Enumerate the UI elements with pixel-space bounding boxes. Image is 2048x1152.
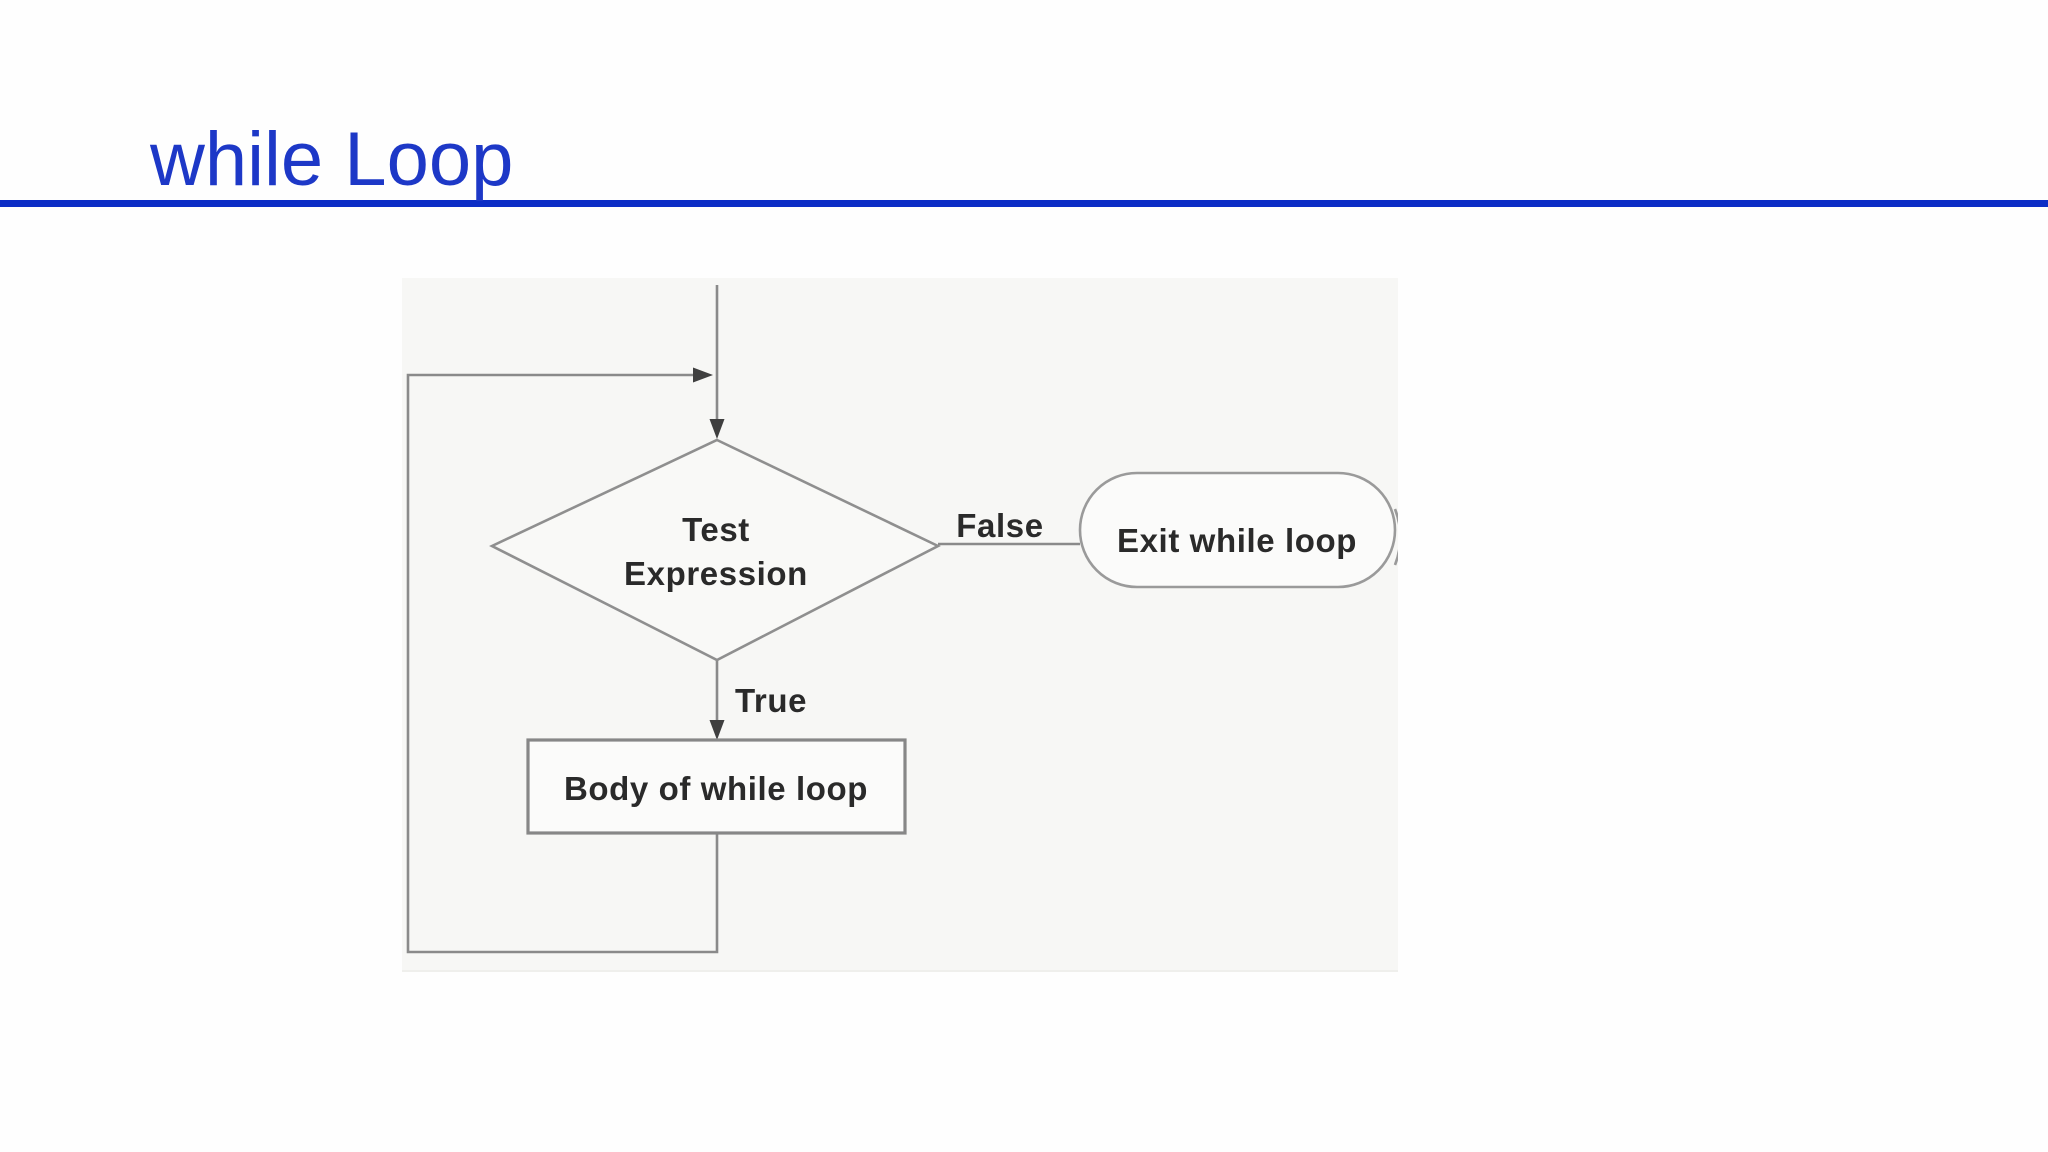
- entry-arrowhead: [709, 419, 725, 439]
- true-label: True: [735, 682, 807, 719]
- flowchart-canvas: Test Expression False Exit while loop Tr…: [406, 285, 1398, 954]
- decision-diamond: [489, 438, 941, 662]
- page-title: while Loop: [150, 117, 514, 202]
- flowchart-labels: Test Expression False Exit while loop Tr…: [564, 507, 1357, 807]
- true-arrowhead: [709, 720, 725, 740]
- arrowheads: [693, 367, 725, 740]
- exit-node: [1078, 471, 1397, 589]
- decision-label-line1: Test: [682, 511, 750, 548]
- loop-return-arrowhead: [693, 367, 713, 383]
- decision-label-line2: Expression: [624, 555, 808, 592]
- image-edge-artifact: [1393, 508, 1398, 566]
- connector-lines: [406, 285, 1398, 954]
- false-label: False: [956, 507, 1043, 544]
- exit-node-label: Exit while loop: [1117, 522, 1357, 559]
- title-underline-rule: [0, 200, 2048, 207]
- body-node: [526, 738, 907, 835]
- while-loop-flowchart-image: Test Expression False Exit while loop Tr…: [402, 278, 1398, 972]
- body-node-label: Body of while loop: [564, 770, 868, 807]
- loop-return-path: [406, 373, 719, 954]
